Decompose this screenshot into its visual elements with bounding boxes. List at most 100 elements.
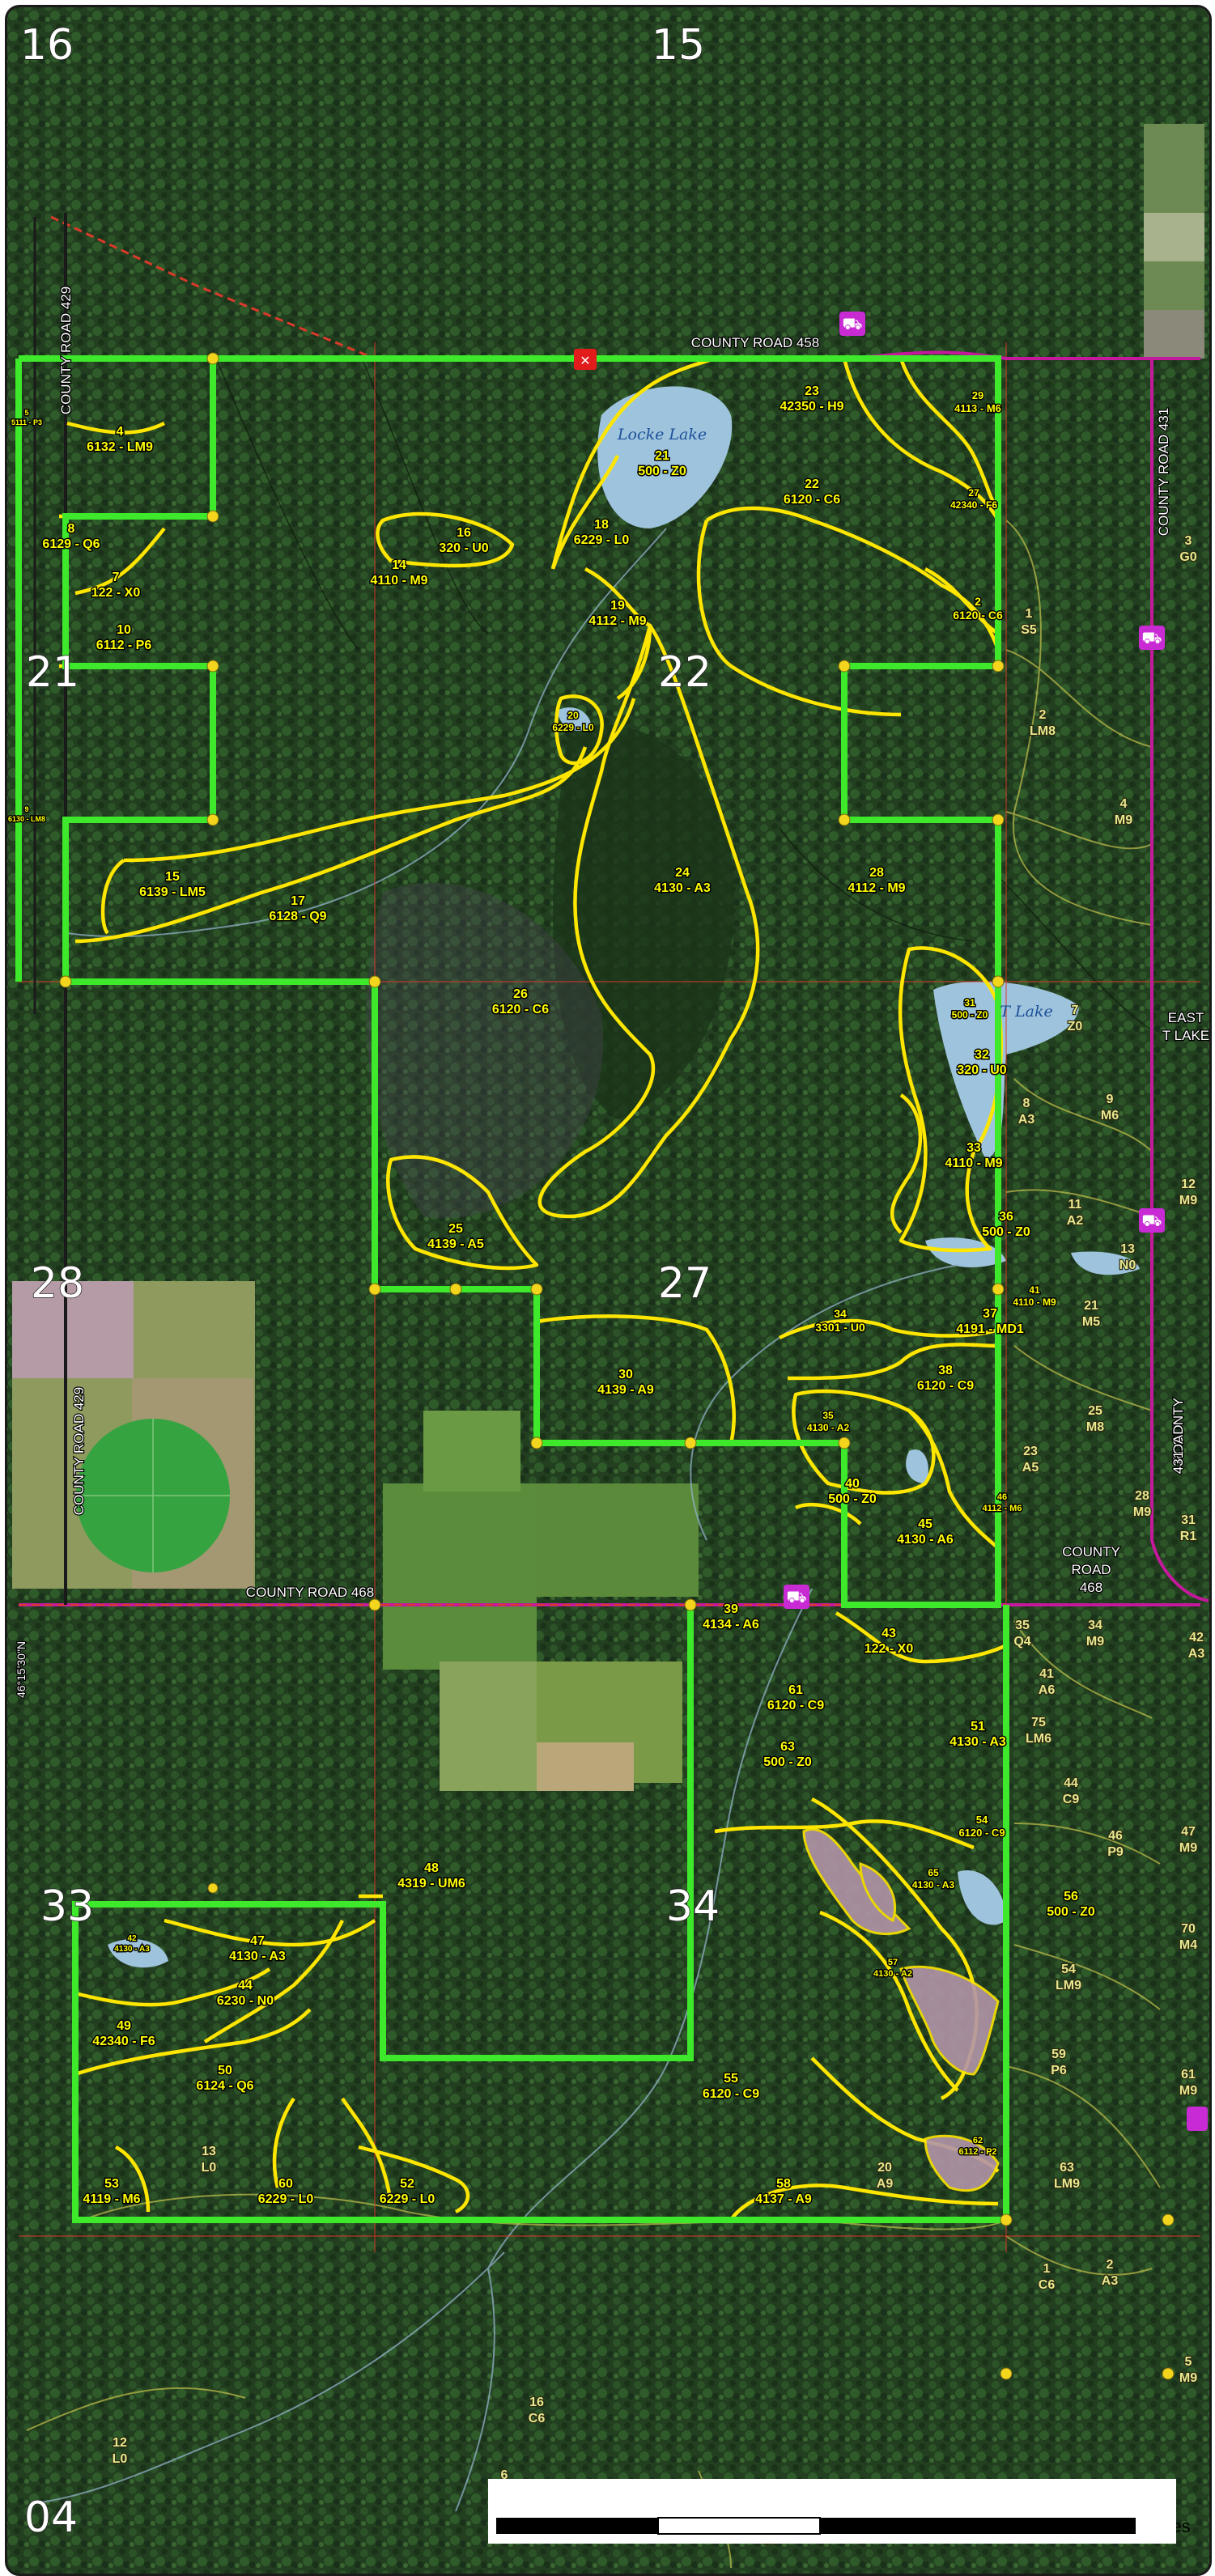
stand-number: 27 [968,487,979,499]
stand-number: 45 [918,1517,932,1531]
outside-stand-code: A3 [1188,1647,1205,1661]
outside-stand-code: M9 [1086,1635,1104,1649]
outside-stand-code: A6 [1039,1683,1056,1697]
stand-code: 6229 - L0 [380,2192,435,2206]
stand-number: 7 [113,571,120,584]
stand-number: 53 [104,2177,119,2191]
outside-stand-number: 8 [1023,1097,1030,1110]
stand-number: 29 [972,389,983,401]
outside-stand-number: 63 [1060,2161,1074,2175]
outside-stand-number: 75 [1031,1716,1046,1729]
latitude-label: 46°15'30"N [15,1641,28,1698]
outside-stand-code: M9 [1115,813,1132,827]
road-markers[interactable] [574,312,1208,2131]
road-label: ROAD [1170,1424,1186,1464]
outside-stand-number: 9 [1107,1093,1114,1106]
stand-number: 16 [457,526,471,540]
outside-stand-number: 16 [529,2396,544,2409]
stand-number: 32 [975,1048,989,1062]
stand-code: 500 - Z0 [1047,1905,1095,1919]
outside-stand-code: M6 [1101,1109,1119,1122]
stand-code: 6120 - C9 [703,2087,759,2101]
stand-number: 14 [392,558,406,572]
stand-code: 42350 - H9 [780,400,843,414]
section-number: 15 [652,21,705,70]
stand-number: 52 [400,2177,414,2191]
outside-stand-code: C9 [1063,1793,1080,1806]
stand-code: 4130 - A6 [897,1533,954,1547]
outside-stand-number: 7 [1072,1004,1079,1017]
outside-stand-number: 59 [1051,2048,1066,2061]
section-number: 33 [40,1882,94,1931]
stand-number: 4 [117,425,124,439]
conifer-zone [553,724,734,1119]
snowmobile-icon-431a [1139,626,1165,650]
streams [34,528,958,2512]
purple-lowland [366,882,604,1219]
outside-stand-number: 70 [1181,1922,1196,1936]
outside-stand-code: G0 [1179,550,1196,564]
stand-number: 19 [610,599,625,613]
stand-number: 51 [971,1720,985,1734]
stand-code: 6120 - C6 [492,1003,549,1016]
stand-number: 60 [278,2177,293,2191]
stand-number: 54 [976,1814,988,1826]
stand-number: 33 [966,1141,981,1155]
stand-code: 500 - Z0 [763,1755,812,1769]
outside-stand-number: 12 [113,2436,127,2450]
snowmobile-icon-right [1187,2107,1208,2131]
outside-stand-code: M9 [1133,1505,1151,1519]
pond-20 [557,707,592,731]
stand-number: 25 [448,1222,463,1236]
stand-code: 4112 - M9 [848,881,905,895]
boundary-markers [59,352,1175,2380]
outside-stand-code: M9 [1179,2084,1197,2098]
outside-stand-number: 47 [1181,1825,1196,1839]
stand-number: 62 [973,2136,983,2145]
stand-number: 10 [117,623,131,637]
outside-stand-code: M8 [1086,1420,1104,1434]
pond-13 [1071,1251,1140,1275]
road-label: COUNTY ROAD 429 [58,286,74,414]
outside-stand-code: R1 [1180,1530,1197,1543]
pond-49 [108,1938,168,1968]
outside-stand-number: 46 [1108,1829,1123,1843]
stand-code: 4130 - A3 [949,1735,1006,1749]
outside-stand-code: L0 [202,2161,217,2175]
stand-code: 122 - X0 [865,1642,914,1656]
stand-code: 6230 - N0 [217,1994,274,2008]
outside-stand-number: 28 [1135,1489,1149,1503]
outside-stand-code: S5 [1021,623,1037,637]
stand-number: 2 [975,595,981,608]
stand-code: 4130 - A2 [807,1422,850,1433]
stand-code: 6128 - Q9 [269,910,326,923]
outside-stand-code: LM9 [1056,1979,1081,1992]
outside-stand-number: 44 [1064,1776,1078,1790]
stand-number: 8 [68,522,75,536]
stand-code: 3301 - U0 [815,1321,865,1334]
section-number: 34 [666,1882,720,1931]
stand-code: 500 - Z0 [638,465,686,478]
section-number: 16 [20,21,74,70]
outside-stand-number: 3 [1185,534,1192,548]
stand-code: 6112 - P6 [96,639,152,652]
outside-stand-code: A9 [877,2177,894,2191]
outside-stand-code: LM8 [1030,724,1056,738]
stand-number: 37 [983,1307,997,1321]
outside-stand-code: Z0 [1068,1020,1083,1033]
county-road-431 [1150,359,1209,1602]
stand-code: 500 - Z0 [828,1492,877,1506]
stand-code: 500 - Z0 [952,1009,988,1021]
section-number: 27 [658,1259,712,1308]
snowmobile-icon-431b [1139,1208,1165,1233]
stand-code: 4130 - A3 [912,1879,955,1891]
stand-code: 4130 - A2 [873,1969,912,1979]
outside-stand-number: 2 [1039,708,1047,722]
stand-number: 34 [834,1307,847,1320]
stand-code: 4113 - M6 [954,402,1001,414]
scale-bar [488,2479,1176,2544]
outside-stand-code: A3 [1102,2274,1119,2288]
stand-number: 44 [238,1979,253,1992]
section-number: 04 [24,2493,78,2542]
